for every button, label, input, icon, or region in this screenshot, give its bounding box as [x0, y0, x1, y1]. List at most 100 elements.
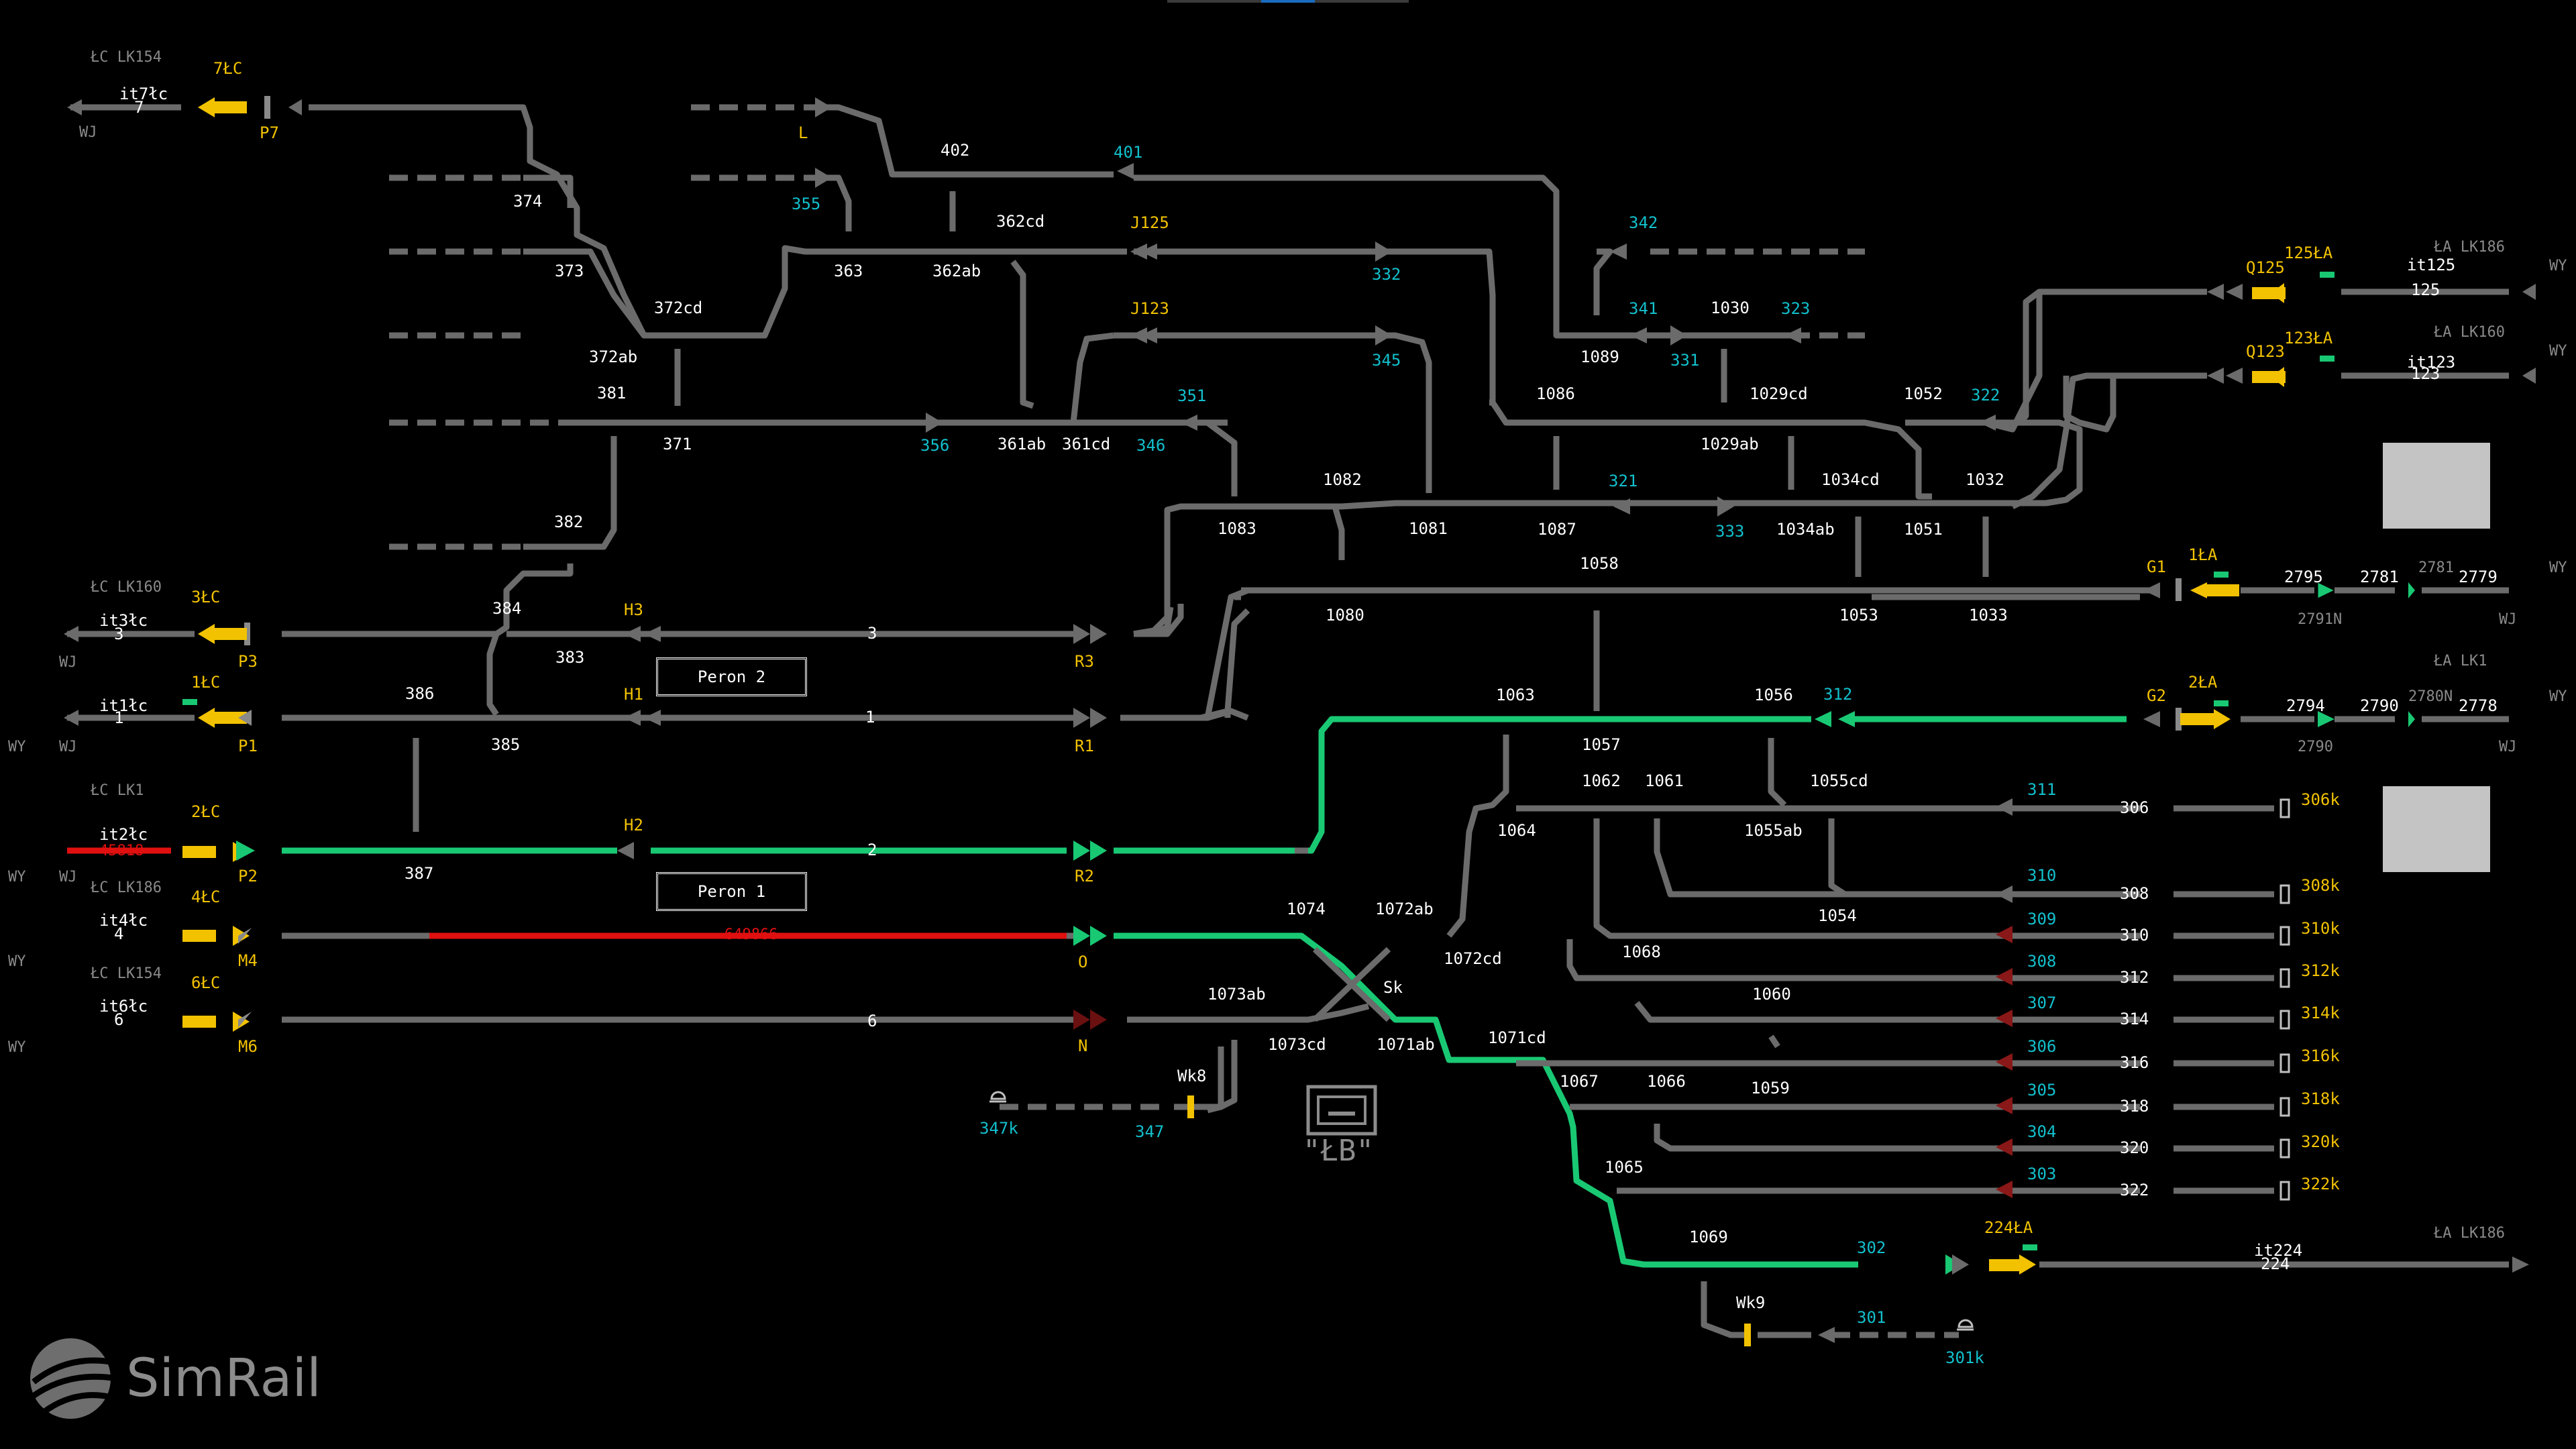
switch-1063[interactable]: 1063 [1496, 686, 1535, 704]
switch-sk[interactable]: Sk [1383, 978, 1403, 997]
label-wy-g1: WY [2549, 559, 2567, 576]
switch-373[interactable]: 373 [555, 262, 584, 280]
signal-h1[interactable]: H1 [624, 685, 643, 704]
signal-j123[interactable]: J123 [1130, 299, 1169, 318]
siding-end-310k: 310k [2301, 919, 2340, 938]
signal-p1[interactable]: P1 [238, 737, 258, 755]
signal-o[interactable]: O [1078, 953, 1087, 971]
signal-wk9[interactable]: Wk9 [1736, 1293, 1765, 1312]
platform-1-label: Peron 1 [656, 872, 807, 911]
switch-1089[interactable]: 1089 [1580, 347, 1619, 366]
switch-381[interactable]: 381 [597, 384, 626, 402]
signal-p7[interactable]: P7 [260, 123, 279, 142]
label-line-top: ŁC LK154 [90, 49, 162, 66]
switch-362cd[interactable]: 362cd [996, 212, 1044, 231]
label-num4: 4 [114, 924, 123, 943]
signal-wk8[interactable]: Wk8 [1177, 1067, 1206, 1085]
switch-1068[interactable]: 1068 [1622, 943, 1661, 961]
switch-1059[interactable]: 1059 [1751, 1079, 1790, 1097]
switch-362ab[interactable]: 362ab [932, 262, 981, 280]
switch-1066[interactable]: 1066 [1647, 1072, 1686, 1091]
switch-383[interactable]: 383 [555, 648, 584, 667]
switch-1067[interactable]: 1067 [1560, 1072, 1599, 1091]
signal-p3[interactable]: P3 [238, 652, 258, 671]
label-wy-q125: WY [2549, 258, 2567, 274]
switch-1080[interactable]: 1080 [1326, 606, 1364, 625]
cyan-310: 310 [2027, 866, 2056, 885]
switch-1032[interactable]: 1032 [1966, 470, 2004, 489]
switch-1033[interactable]: 1033 [1969, 606, 2008, 625]
switch-1069[interactable]: 1069 [1689, 1228, 1728, 1246]
signal-n[interactable]: N [1078, 1036, 1087, 1055]
switch-402[interactable]: 402 [941, 141, 969, 160]
signal-h3[interactable]: H3 [624, 600, 643, 619]
signal-h2[interactable]: H2 [624, 816, 643, 835]
switch-1060[interactable]: 1060 [1752, 985, 1791, 1004]
switch-372ab[interactable]: 372ab [589, 347, 637, 366]
switch-1055cd[interactable]: 1055cd [1810, 771, 1868, 790]
siding-322: 322 [2120, 1181, 2149, 1199]
switch-385[interactable]: 385 [491, 735, 520, 754]
switch-1034cd[interactable]: 1034cd [1821, 470, 1880, 489]
signal-m4[interactable]: M4 [238, 951, 258, 970]
switch-1029ab[interactable]: 1029ab [1701, 435, 1759, 453]
switch-1086[interactable]: 1086 [1536, 384, 1575, 403]
switch-386[interactable]: 386 [405, 684, 434, 703]
cyan-305: 305 [2027, 1081, 2056, 1099]
switch-1065[interactable]: 1065 [1605, 1158, 1644, 1177]
switch-1034ab[interactable]: 1034ab [1776, 520, 1835, 539]
switch-1064[interactable]: 1064 [1497, 821, 1536, 840]
switch-384[interactable]: 384 [492, 599, 521, 618]
switch-1071ab[interactable]: 1071ab [1377, 1035, 1435, 1054]
signal-q125[interactable]: Q125 [2246, 258, 2285, 277]
switch-1054[interactable]: 1054 [1818, 906, 1857, 925]
label-line-g2: ŁA LK1 [2433, 653, 2487, 669]
switch-382[interactable]: 382 [554, 513, 583, 531]
signal-r1[interactable]: R1 [1075, 737, 1094, 755]
switch-1062[interactable]: 1062 [1582, 771, 1621, 790]
switch-1073ab[interactable]: 1073ab [1208, 985, 1266, 1004]
label-it6lc: it6łc [99, 997, 148, 1016]
switch-1072cd[interactable]: 1072cd [1444, 949, 1502, 968]
signal-r2[interactable]: R2 [1075, 867, 1094, 885]
signal-q123[interactable]: Q123 [2246, 342, 2285, 361]
switch-361cd[interactable]: 361cd [1062, 435, 1110, 453]
switch-361ab[interactable]: 361ab [998, 435, 1046, 453]
switch-1053[interactable]: 1053 [1839, 606, 1878, 625]
switch-1073cd[interactable]: 1073cd [1268, 1035, 1326, 1054]
switch-1058[interactable]: 1058 [1580, 554, 1619, 573]
signal-m6[interactable]: M6 [238, 1037, 258, 1056]
switch-1087[interactable]: 1087 [1538, 520, 1576, 539]
signal-j125[interactable]: J125 [1130, 213, 1169, 232]
switch-372cd[interactable]: 372cd [654, 299, 702, 317]
switch-1082[interactable]: 1082 [1323, 470, 1362, 489]
switch-1061[interactable]: 1061 [1645, 771, 1684, 790]
signal-g1[interactable]: G1 [2147, 557, 2166, 576]
switch-1081[interactable]: 1081 [1409, 519, 1448, 538]
switch-1051[interactable]: 1051 [1904, 520, 1943, 539]
switch-1052[interactable]: 1052 [1904, 384, 1943, 403]
signal-p2[interactable]: P2 [238, 867, 258, 885]
label-2791n: 2791N [2298, 611, 2342, 628]
switch-1056[interactable]: 1056 [1754, 686, 1793, 704]
switch-1074[interactable]: 1074 [1287, 900, 1326, 918]
signal-r3[interactable]: R3 [1075, 652, 1094, 671]
switch-1055ab[interactable]: 1055ab [1744, 821, 1803, 840]
switch-1071cd[interactable]: 1071cd [1488, 1028, 1546, 1047]
signal-l[interactable]: L [798, 123, 808, 142]
siding-306: 306 [2120, 798, 2149, 817]
switch-363[interactable]: 363 [834, 262, 863, 280]
switch-371[interactable]: 371 [663, 435, 692, 453]
switch-1083[interactable]: 1083 [1218, 519, 1256, 538]
switch-1072ab[interactable]: 1072ab [1375, 900, 1434, 918]
switch-374[interactable]: 374 [513, 192, 542, 211]
label-2781-b: 2781 [2418, 559, 2454, 576]
switch-1030[interactable]: 1030 [1711, 299, 1750, 317]
info-panel-upper[interactable] [2383, 443, 2490, 529]
switch-1057[interactable]: 1057 [1582, 735, 1621, 754]
label-block-4lc: 4ŁC [191, 888, 220, 906]
switch-387[interactable]: 387 [405, 864, 433, 883]
info-panel-lower[interactable] [2383, 786, 2490, 872]
signal-g2[interactable]: G2 [2147, 686, 2166, 705]
switch-1029cd[interactable]: 1029cd [1750, 384, 1808, 403]
